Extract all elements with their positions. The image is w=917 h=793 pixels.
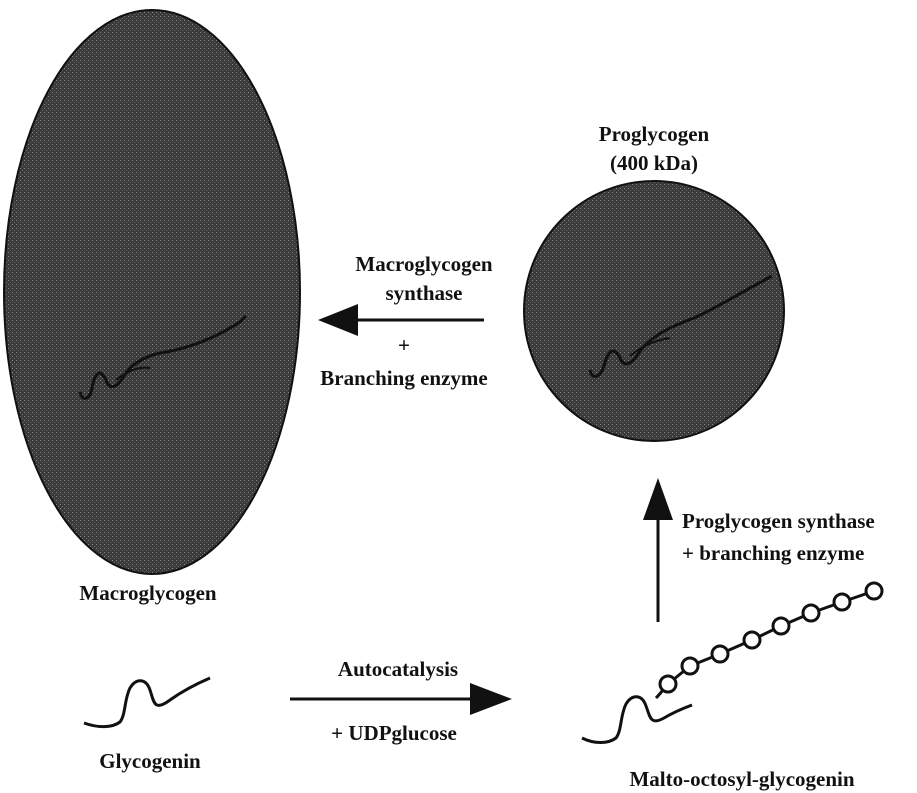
proglycogen-step-line2: + branching enzyme bbox=[682, 541, 864, 565]
glycogenin-icon bbox=[84, 678, 210, 727]
macro-step-line4: Branching enzyme bbox=[320, 366, 487, 390]
udpglucose-label: + UDPglucose bbox=[331, 721, 457, 745]
glucose-bead bbox=[660, 676, 676, 692]
arrow-to-macroglycogen bbox=[318, 304, 484, 336]
macro-step-line3: + bbox=[398, 333, 410, 357]
proglycogen-step-line1: Proglycogen synthase bbox=[682, 509, 875, 533]
autocatalysis-label: Autocatalysis bbox=[338, 657, 458, 681]
proglycogen-particle bbox=[524, 181, 784, 441]
macro-step-line2: synthase bbox=[385, 281, 462, 305]
macroglycogen-label: Macroglycogen bbox=[79, 581, 217, 605]
macroglycogen-particle bbox=[4, 10, 300, 574]
glucose-bead bbox=[834, 594, 850, 610]
proglycogen-mass-label: (400 kDa) bbox=[610, 151, 698, 175]
glycogenin-label: Glycogenin bbox=[99, 749, 201, 773]
glucose-bead bbox=[712, 646, 728, 662]
glucose-bead bbox=[803, 605, 819, 621]
arrow-to-proglycogen bbox=[643, 478, 673, 622]
glucose-bead bbox=[682, 658, 698, 674]
arrow-to-malto-octosyl bbox=[290, 683, 512, 715]
malto-octosyl-glycogenin-label: Malto-octosyl-glycogenin bbox=[629, 767, 854, 791]
glucose-bead bbox=[773, 618, 789, 634]
proglycogen-name-label: Proglycogen bbox=[599, 122, 710, 146]
macro-step-line1: Macroglycogen bbox=[355, 252, 493, 276]
glucose-chain bbox=[660, 583, 882, 692]
malto-octosyl-glycogenin-icon bbox=[582, 591, 874, 743]
glucose-bead bbox=[866, 583, 882, 599]
glucose-bead bbox=[744, 632, 760, 648]
